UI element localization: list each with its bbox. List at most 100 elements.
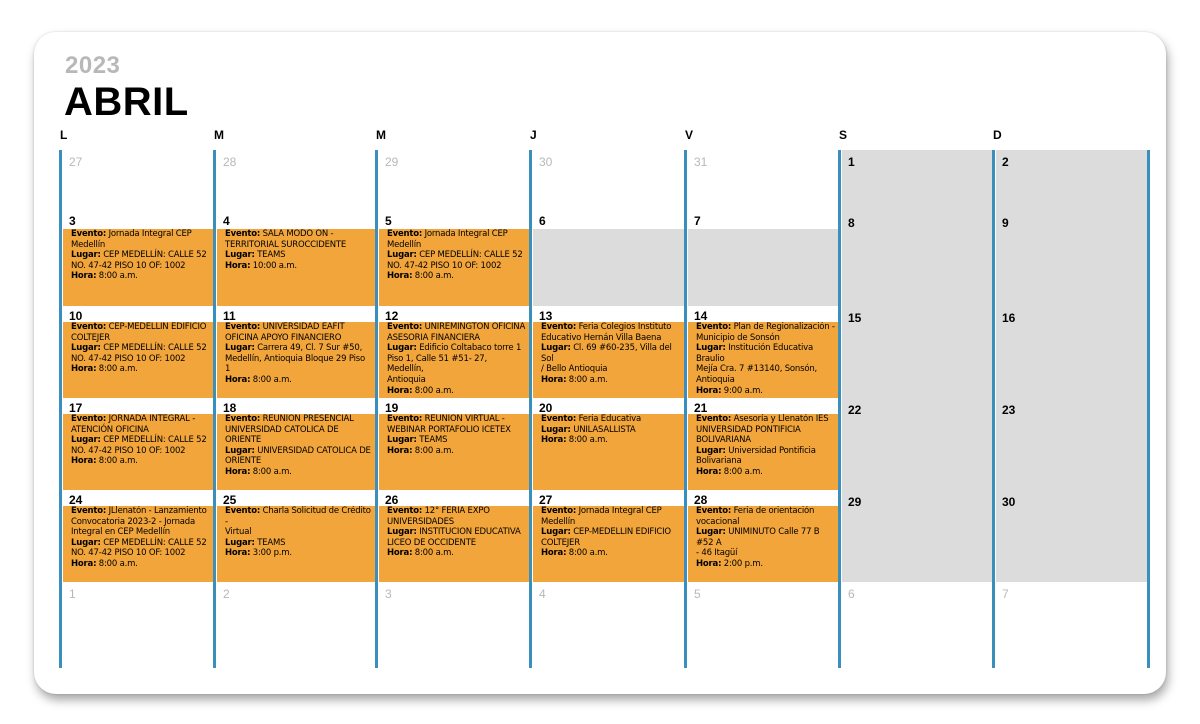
weekday-header: S	[839, 128, 848, 142]
event-line: Medellín	[541, 516, 576, 527]
event-line: Lugar: Carrera 49, Cl. 7 Sur #50,	[225, 343, 363, 354]
day-number: 6	[848, 587, 855, 601]
weekend-cell	[996, 398, 1148, 490]
event-block[interactable]: Evento: Plan de Regionalización -Municip…	[688, 322, 839, 398]
event-line: Hora: 8:00 a.m.	[387, 385, 454, 396]
event-line: Lugar: INSTITUCION EDUCATIVA	[387, 527, 521, 538]
event-line: - 46 Itagüí	[696, 548, 738, 559]
event-line: Hora: 9:00 a.m.	[696, 385, 763, 396]
event-line: Lugar: CEP MEDELLÍN: CALLE 52	[71, 435, 207, 446]
event-line: Medellín, Antioquia Bloque 29 Piso 1	[225, 353, 365, 375]
event-line: WEBINAR PORTAFOLIO ICETEX	[387, 424, 511, 435]
event-line: Hora: 2:00 p.m.	[696, 558, 763, 569]
day-number: 24	[69, 493, 83, 507]
day-number: 1	[69, 587, 76, 601]
day-number: 4	[539, 587, 546, 601]
day-number: 31	[694, 155, 708, 169]
event-line: Piso 1, Calle 51 #51- 27, Medellín,	[387, 353, 487, 375]
event-line: Lugar: CEP MEDELLÍN: CALLE 52	[71, 537, 207, 548]
event-line: Lugar: CEP MEDELLÍN: CALLE 52	[71, 250, 207, 261]
day-number: 14	[694, 309, 708, 323]
day-number: 2	[223, 587, 230, 601]
event-line: Lugar: Cl. 69 #60-235, Villa del Sol	[541, 343, 672, 364]
day-number: 28	[223, 155, 237, 169]
column-divider	[684, 150, 687, 668]
event-line: Hora: 8:00 a.m.	[387, 548, 454, 559]
column-divider	[213, 150, 216, 668]
day-number: 3	[69, 214, 76, 228]
column-divider	[59, 150, 62, 668]
weekday-header: M	[214, 128, 224, 142]
event-line: NO. 47-42 PISO 10 OF: 1002	[71, 260, 186, 271]
day-number: 18	[223, 401, 237, 415]
weekend-cell	[842, 150, 993, 211]
event-line: Municipio de Sonsón	[696, 332, 780, 343]
weekday-header: V	[685, 128, 694, 142]
event-line: Evento: Jornada Integral CEP	[541, 506, 662, 516]
day-number: 13	[539, 309, 553, 323]
event-line: Antioquia	[387, 374, 426, 385]
event-line: Evento: Jornada Integral CEP	[387, 229, 508, 239]
event-line: vocacional	[696, 516, 740, 527]
event-line: ASESORIA FINANCIERA	[387, 332, 480, 343]
event-line: Hora: 8:00 a.m.	[541, 435, 608, 446]
event-line: Hora: 8:00 a.m.	[225, 466, 292, 477]
event-line: Lugar: Edificio Coltabaco torre 1	[387, 343, 522, 354]
event-block[interactable]: Evento: JORNADA INTEGRAL -ATENCIÓN OFICI…	[63, 414, 214, 490]
weekend-cell	[996, 150, 1148, 211]
event-line: Medellín	[387, 239, 422, 250]
day-number: 16	[1002, 311, 1016, 325]
event-line: Hora: 8:00 a.m.	[696, 466, 763, 477]
event-details: Evento: JORNADA INTEGRAL -ATENCIÓN OFICI…	[71, 414, 210, 467]
event-line: Hora: 8:00 a.m.	[225, 374, 292, 385]
event-block[interactable]: Evento: SALA MODO ON -TERRITORIAL SUROCC…	[217, 229, 376, 306]
event-block[interactable]: Evento: REUNIÓN VIRTUAL -WEBINAR PORTAFO…	[379, 414, 530, 490]
weekend-cell	[842, 398, 993, 490]
day-number: 7	[1002, 587, 1009, 601]
column-divider	[375, 150, 378, 668]
event-line: Hora: 8:00 a.m.	[387, 271, 454, 282]
event-line: UNIVERSIDADES	[387, 516, 455, 527]
event-line: NO. 47-42 PISO 10 OF: 1002	[71, 548, 186, 559]
weekend-cell	[996, 306, 1148, 398]
event-block[interactable]: Evento: Charla Solicitud de Crédito -Vir…	[217, 506, 376, 582]
event-line: UNIVERSIDAD PONTIFICIA	[696, 424, 801, 435]
event-line: Evento: Charla Solicitud de Crédito -	[225, 506, 371, 527]
event-line: BOLIVARIANA	[696, 435, 751, 446]
event-line: Evento: UNIVERSIDAD EAFIT	[225, 322, 345, 332]
event-line: Antioquia	[696, 374, 735, 385]
day-number: 19	[385, 401, 399, 415]
event-line: Hora: 3:00 p.m.	[225, 548, 292, 559]
day-number: 20	[539, 401, 553, 415]
event-details: Evento: REUNIÓN VIRTUAL -WEBINAR PORTAFO…	[387, 414, 526, 456]
day-number: 27	[69, 155, 83, 169]
day-number: 15	[848, 311, 862, 325]
event-line: Hora: 8:00 a.m.	[71, 558, 138, 569]
event-line: / Bello Antioquia	[541, 364, 608, 375]
event-line: Evento: Asesoría y Llenatón IES	[696, 414, 829, 424]
day-number: 8	[848, 216, 855, 230]
day-number: 4	[223, 214, 230, 228]
event-line: Evento: JORNADA INTEGRAL -	[71, 414, 196, 424]
event-details: Evento: Charla Solicitud de Crédito -Vir…	[225, 506, 372, 559]
day-number: 10	[69, 309, 83, 323]
